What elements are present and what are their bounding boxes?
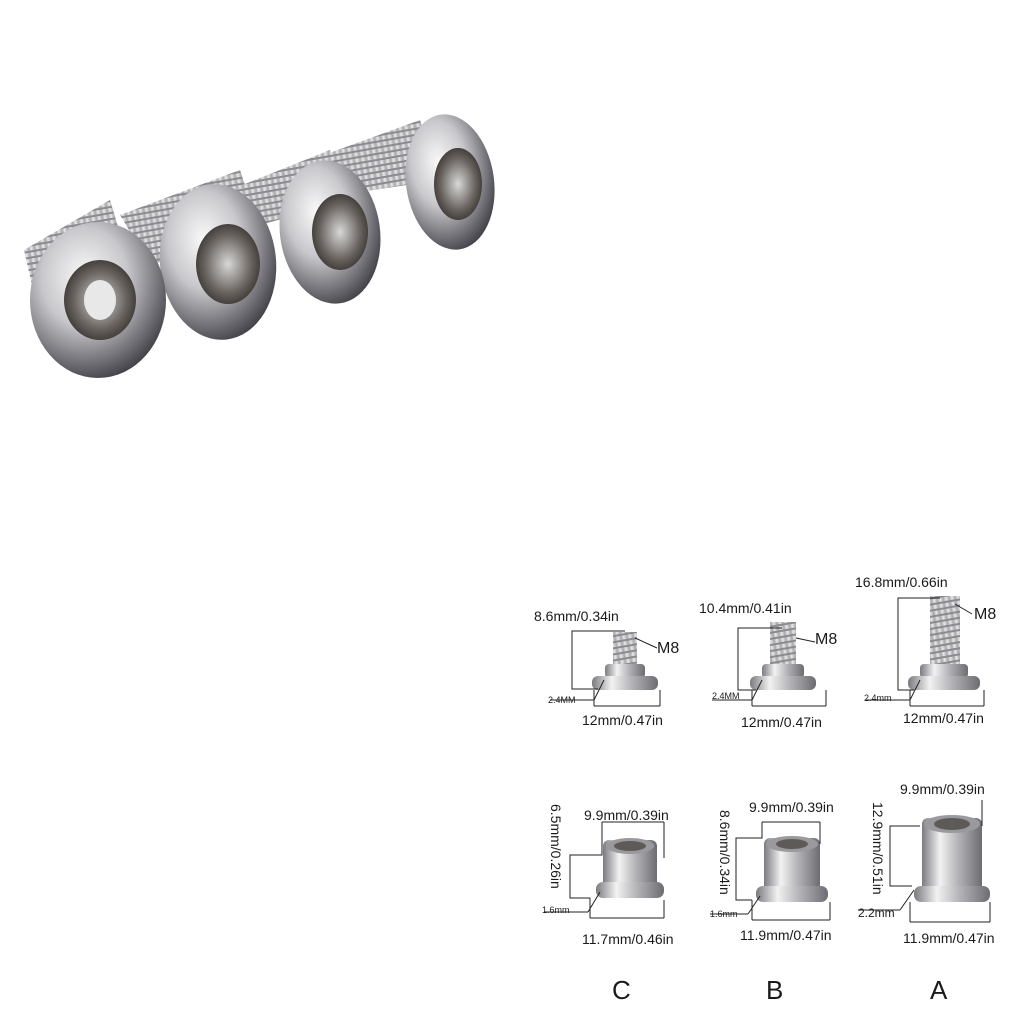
bolt-length-b: 10.4mm/0.41in	[699, 600, 792, 616]
nut-diagram-c	[544, 821, 665, 919]
bolt-diagram-c	[550, 630, 661, 707]
nut-diameter-a: 11.9mm/0.47in	[903, 930, 995, 946]
bolt-length-a: 16.8mm/0.66in	[855, 574, 948, 590]
bolt-diameter-c: 12mm/0.47in	[582, 712, 663, 728]
column-label-c: C	[612, 975, 631, 1005]
bolt-diameter-a: 12mm/0.47in	[903, 710, 984, 726]
nut-diagram-b	[710, 821, 831, 921]
nut-diagram-a	[858, 800, 991, 923]
bolt-thread-c: M8	[657, 640, 680, 657]
nut-flange-b: 1.6mm	[710, 909, 738, 919]
bolt-head-3	[279, 160, 381, 304]
bolt-thread-a: M8	[974, 606, 997, 623]
nut-top-a: 9.9mm/0.39in	[900, 781, 985, 797]
nut-height-c: 6.5mm/0.26in	[548, 804, 564, 889]
bolt-diagram-b	[712, 622, 827, 707]
bolt-diagram-a	[866, 596, 985, 707]
bolt-flange-c: 2.4MM	[548, 695, 576, 705]
bolt-flange-b: 2.4MM	[712, 691, 740, 701]
bolt-thread-b: M8	[815, 631, 838, 648]
nut-height-a: 12.9mm/0.51in	[870, 802, 886, 895]
nut-diameter-c: 11.7mm/0.46in	[582, 931, 674, 947]
nut-diameter-b: 11.9mm/0.47in	[740, 927, 832, 943]
bolt-diameter-b: 12mm/0.47in	[741, 714, 822, 730]
bolt-head-2	[159, 184, 277, 340]
bolt-length-c: 8.6mm/0.34in	[534, 608, 619, 624]
nut-flange-c: 1.6mm	[542, 905, 570, 915]
column-label-b: B	[766, 975, 784, 1005]
bolt-flange-a: 2.4mm	[864, 693, 892, 703]
bolt-head-4	[405, 114, 495, 250]
nut-top-b: 9.9mm/0.39in	[749, 799, 834, 815]
nut-top-c: 9.9mm/0.39in	[584, 807, 669, 823]
nut-flange-a: 2.2mm	[858, 906, 895, 920]
nut-height-b: 8.6mm/0.34in	[717, 810, 733, 895]
bolt-head-1	[30, 222, 166, 378]
column-label-a: A	[930, 975, 948, 1005]
